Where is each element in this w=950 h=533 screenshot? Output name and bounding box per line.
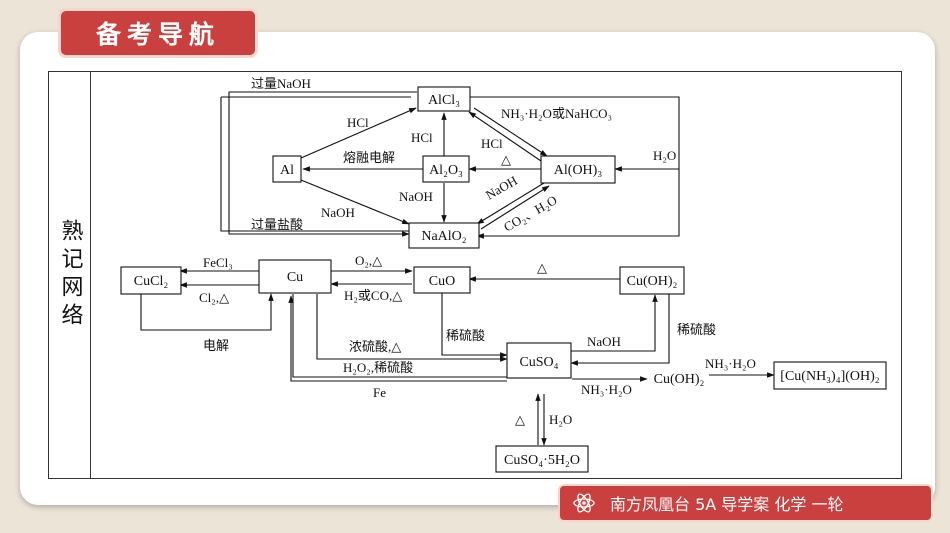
node-box-al [272,155,302,183]
label-h2o-hyd: H₂O [549,412,572,427]
label-naoh-right: NaOH [483,173,520,203]
node-box-cucl2 [120,266,182,295]
label-h2o2: H₂O₂,稀硫酸 [343,360,413,375]
edge-cu-to-cuso4-h2o2 [292,294,507,378]
edge-outer-right-loop [453,96,680,239]
label-nh3-h2o-lower: NH₃·H₂O [581,382,632,397]
label-delta-hcl: △ [501,152,511,167]
edge-naalo2-to-aloh3 [480,185,550,230]
label-delta-cuo: △ [537,260,547,275]
section-title: 备考导航 [58,8,258,58]
footer-text: 南方凤凰台 5A 导学案 化学 一轮 [610,495,844,514]
label-fecl3: FeCl₃ [203,255,233,270]
label-hcl-mid: HCl [411,130,433,145]
label-fe: Fe [373,385,386,400]
label-hcl-right: HCl [481,136,503,151]
node-al2o3: Al₂O₃ [429,163,463,178]
node-al: Al [280,163,294,178]
edge-alcl3-to-naalo2-excess-naoh [228,91,417,237]
node-box-cu [258,259,332,294]
side-label: 熟记网络 [57,219,83,331]
knowledge-network-frame: 熟记网络 [48,71,902,479]
edge-cuo-to-cuso4 [441,293,508,358]
edge-al-to-naalo2 [300,179,410,225]
reaction-network-diagram: AlCl₃ Al Al₂O₃ Al(OH)₃ NaAlO₂ CuCl₂ Cu C… [120,76,887,473]
edge-aloh3-to-alcl3 [468,111,542,162]
label-conc-h2so4: 浓硫酸,△ [349,339,401,354]
node-aloh3: Al(OH)₃ [554,163,603,178]
node-box-cuso4 [506,342,572,379]
label-h2o-right: H₂O [653,148,676,163]
node-cuoh2: Cu(OH)₂ [627,274,678,289]
node-box-naalo2 [408,222,480,249]
node-hydrate: CuSO₄·5H₂O [504,453,580,468]
node-cuo: CuO [429,274,455,289]
label-h2-co: H₂或CO,△ [344,288,402,303]
node-box-al2o3 [422,155,470,183]
label-co2-h2o: CO₂、H₂O [501,192,560,234]
node-cuso4: CuSO₄ [519,355,558,370]
node-box-aloh3 [540,155,616,184]
node-cucl2: CuCl₂ [134,274,169,289]
edge-cu-to-cuso4-conc [316,294,508,362]
edge-cuso4-to-cu-fe [288,295,507,382]
label-hcl-left: HCl [347,115,369,130]
label-excess-hcl: 过量盐酸 [251,217,303,232]
label-nh3-nahco3: NH₃·H₂O或NaHCO₃ [501,106,612,121]
edge-cucl2-to-cu-electrolysis [140,293,274,331]
edge-al-to-alcl3 [300,107,417,159]
edge-cuso4-to-cuoh2-naoh [571,294,658,352]
footer-badge: 南方凤凰台 5A 导学案 化学 一轮 [558,484,933,522]
atom-icon [573,493,595,513]
node-complex: [Cu(NH₃)₄](OH)₂ [780,369,880,384]
node-cu: Cu [287,270,303,285]
node-box-alcl3 [417,86,471,112]
label-naoh-cu: NaOH [587,334,621,349]
node-naalo2: NaAlO₂ [421,229,466,244]
edge-aloh3-to-naalo2 [476,182,545,225]
label-dilute-h2so4-cuo: 稀硫酸 [446,328,485,343]
label-electrolysis: 电解 [203,338,229,353]
label-o2: O₂,△ [355,253,382,268]
edge-alcl3-to-aloh3 [473,107,548,157]
edge-cuoh2-to-cuso4 [570,293,670,366]
edge-naalo2-to-alcl3-excess-hcl [220,97,411,232]
label-cl2: Cl₂,△ [199,290,229,305]
label-naoh-left: NaOH [321,205,355,220]
node-alcl3: AlCl₃ [428,93,460,108]
label-dilute-h2so4-right: 稀硫酸 [677,322,716,337]
node-box-cuo [413,266,471,294]
label-delta-hyd: △ [515,412,525,427]
node-box-complex [773,361,887,390]
label-melt: 熔融电解 [343,150,395,165]
node-box-cuoh2 [619,266,685,295]
label-nh3-h2o-upper: NH₃·H₂O [705,356,756,371]
node-cuoh2-free: Cu(OH)₂ [654,372,705,387]
label-top-naoh: 过量NaOH [251,76,311,91]
node-box-hydrate [495,445,589,473]
label-naoh-mid: NaOH [399,189,433,204]
side-column: 熟记网络 [49,72,91,478]
